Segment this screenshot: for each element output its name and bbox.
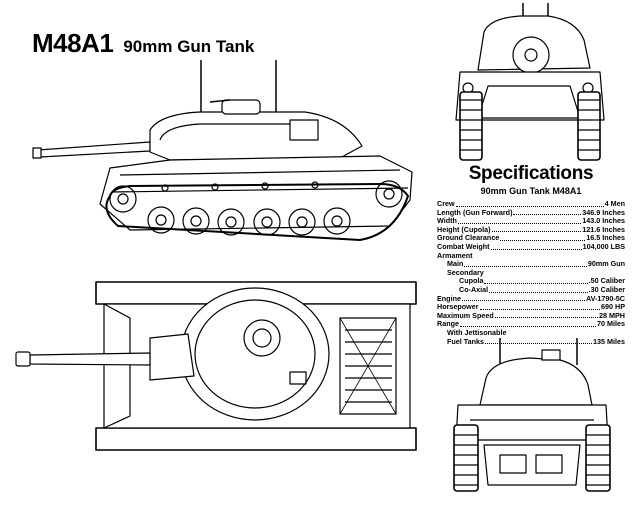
- spec-row-jettisonable: With Jettisonable: [447, 327, 507, 337]
- spec-row-height: Height (Cupola)121.6 Inches: [437, 224, 625, 234]
- spec-row-length: Length (Gun Forward)346.9 Inches: [437, 207, 625, 217]
- spec-row-co-axial: Co-Axial.30 Caliber: [459, 284, 625, 294]
- page-title: M48A1 90mm Gun Tank: [32, 28, 254, 59]
- spec-row-armament: Armament: [437, 250, 473, 260]
- rear-view-drawing: [453, 338, 611, 492]
- specs-heading: Specifications: [468, 163, 594, 184]
- spec-row-secondary: Secondary: [447, 267, 484, 277]
- top-view-drawing: [15, 281, 417, 451]
- spec-row-cupola: Cupola.50 Caliber: [459, 276, 625, 286]
- tank-model: M48A1: [32, 28, 114, 58]
- front-view-drawing: [455, 3, 605, 161]
- specs-subtitle: 90mm Gun Tank M48A1: [480, 186, 582, 196]
- tank-subtitle: 90mm Gun Tank: [123, 37, 255, 56]
- side-view-drawing: [32, 60, 413, 241]
